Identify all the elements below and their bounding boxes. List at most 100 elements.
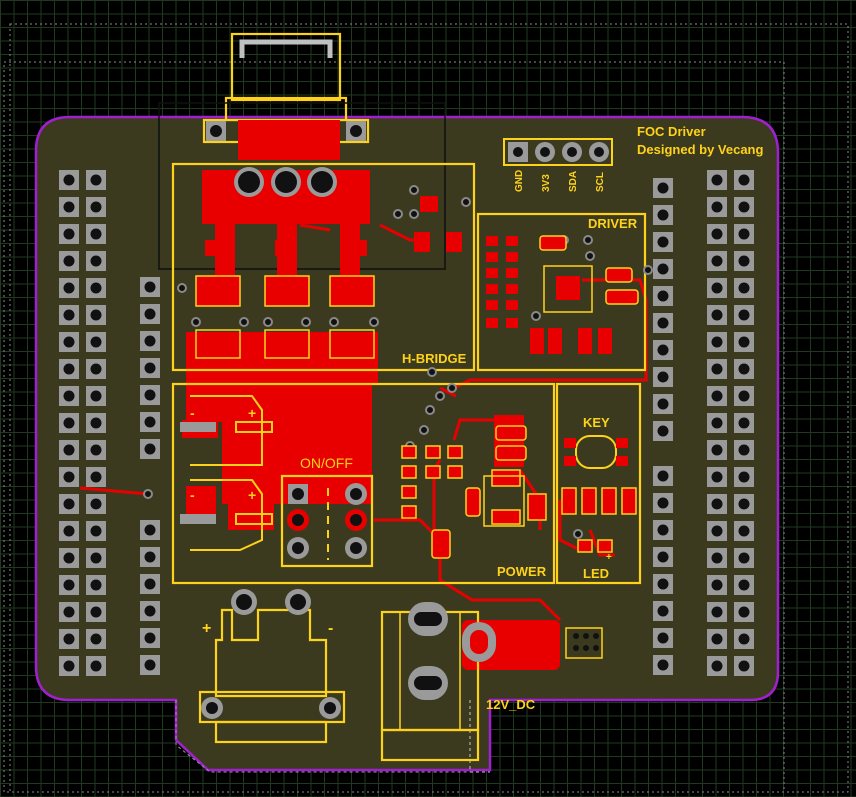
header-pin-hole: [144, 335, 156, 347]
header-pin-hole: [711, 444, 723, 456]
battery1-plus-label: +: [248, 405, 256, 421]
header-pin-hole: [657, 317, 669, 329]
header-pin-hole: [144, 659, 156, 671]
header-pin-hole: [711, 336, 723, 348]
header-pin-hole: [657, 425, 669, 437]
terminal-block[interactable]: [198, 589, 346, 744]
dc-jack-label: 12V_DC: [486, 697, 536, 712]
header-pin-hole: [144, 443, 156, 455]
header-pin-hole: [90, 363, 102, 375]
terminal-plus-label: +: [202, 620, 211, 637]
power-components[interactable]: [401, 425, 547, 559]
header-pin-hole: [738, 606, 750, 618]
pin-label-3v3: 3V3: [541, 174, 552, 192]
header-pin-hole: [144, 308, 156, 320]
header-pin-hole: [738, 525, 750, 537]
bulk-capacitors[interactable]: [234, 167, 337, 197]
header-pin-hole: [90, 525, 102, 537]
header-pin-hole: [738, 498, 750, 510]
battery2-plus-label: +: [248, 487, 256, 503]
header-pin-hole: [657, 470, 669, 482]
header-pin-hole: [144, 632, 156, 644]
led-plus-label: +: [606, 552, 612, 563]
i2c-header[interactable]: [503, 138, 613, 166]
driver-section: [476, 212, 647, 372]
header-pin-hole: [144, 605, 156, 617]
header-pin-hole: [738, 633, 750, 645]
led-components[interactable]: [561, 487, 637, 553]
led-label: LED: [583, 566, 609, 581]
power-ic: [483, 475, 525, 527]
header-pin-hole: [711, 579, 723, 591]
header-pin-hole: [738, 255, 750, 267]
dc-jack[interactable]: [380, 602, 496, 762]
header-pin-hole: [90, 390, 102, 402]
header-pin-hole: [90, 552, 102, 564]
header-pin-hole: [63, 174, 75, 186]
header-pin-hole: [738, 282, 750, 294]
header-pin-hole: [90, 417, 102, 429]
driver-passives: [486, 236, 612, 354]
header-pin-hole: [63, 471, 75, 483]
header-pin-hole: [657, 659, 669, 671]
header-pin-hole: [657, 182, 669, 194]
key-button[interactable]: [564, 435, 628, 469]
header-pin-hole: [144, 551, 156, 563]
header-pin-hole: [90, 498, 102, 510]
jack-pads: [546, 627, 603, 662]
header-pin-hole: [738, 201, 750, 213]
header-pin-hole: [63, 498, 75, 510]
header-pin-hole: [90, 309, 102, 321]
header-pin-hole: [63, 552, 75, 564]
header-pin-hole: [711, 552, 723, 564]
battery-pins: [180, 422, 216, 524]
pin-label-sda: SDA: [568, 171, 579, 192]
header-pin-hole: [90, 471, 102, 483]
header-pin-hole: [738, 336, 750, 348]
header-pin-hole: [711, 660, 723, 672]
header-pin-hole: [711, 525, 723, 537]
header-pin-hole: [63, 579, 75, 591]
key-label: KEY: [583, 415, 610, 430]
header-pin-hole: [657, 371, 669, 383]
header-pin-hole: [657, 290, 669, 302]
header-pin-hole: [657, 344, 669, 356]
pin-headers[interactable]: [59, 170, 754, 676]
title-line1: FOC Driver: [637, 124, 706, 139]
header-pin-hole: [657, 497, 669, 509]
header-pin-hole: [90, 606, 102, 618]
header-pin-hole: [144, 524, 156, 536]
header-pin-hole: [711, 498, 723, 510]
power-switch[interactable]: [280, 474, 374, 568]
smd-pads: [205, 205, 462, 256]
header-pin-hole: [711, 174, 723, 186]
driver-ic[interactable]: [539, 235, 639, 313]
header-pin-hole: [657, 398, 669, 410]
header-pin-hole: [711, 282, 723, 294]
terminal-minus-label: -: [328, 620, 333, 637]
assembly-outline: [9, 23, 849, 793]
header-pin-hole: [711, 255, 723, 267]
header-pin-hole: [738, 444, 750, 456]
header-pin-hole: [90, 201, 102, 213]
header-pin-hole: [657, 524, 669, 536]
header-pin-hole: [63, 363, 75, 375]
header-pin-hole: [657, 263, 669, 275]
header-pin-hole: [657, 605, 669, 617]
header-pin-hole: [657, 236, 669, 248]
header-pin-hole: [711, 390, 723, 402]
power-section: [171, 382, 556, 585]
header-pin-hole: [90, 255, 102, 267]
header-pin-hole: [63, 660, 75, 672]
header-pin-hole: [738, 471, 750, 483]
header-pin-hole: [711, 471, 723, 483]
header-pin-hole: [738, 417, 750, 429]
header-pin-hole: [63, 390, 75, 402]
mosfets[interactable]: [195, 275, 375, 359]
battery2-minus-label: -: [190, 487, 195, 503]
header-pin-hole: [711, 633, 723, 645]
pin-label-scl: SCL: [595, 172, 606, 192]
battery-connectors[interactable]: [190, 395, 273, 551]
